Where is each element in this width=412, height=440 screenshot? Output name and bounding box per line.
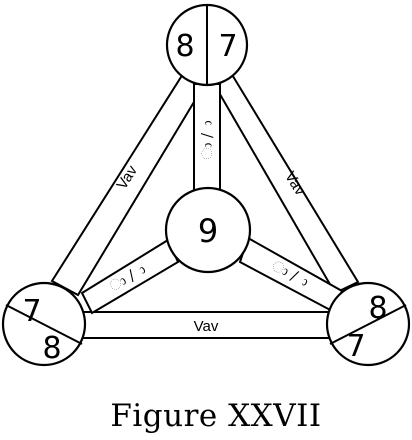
node-bottom-right-upper-value: 8	[368, 291, 387, 326]
node-bottom-left-lower-value: 8	[42, 331, 61, 366]
figure-caption: Figure XXVII	[110, 398, 321, 434]
node-center: 9	[164, 186, 252, 274]
label-bottom: Vav	[194, 318, 219, 335]
node-bottom-right: 8 7	[325, 281, 411, 367]
node-top-right-value: 7	[218, 29, 237, 64]
node-top-left-value: 8	[175, 29, 194, 64]
node-bottom-left-upper-value: 7	[22, 294, 41, 329]
node-bottom-right-lower-value: 7	[346, 329, 365, 364]
node-bottom-left: 7 8	[1, 281, 87, 367]
label-center-top: ා / ා	[198, 120, 216, 159]
spoke-left	[80, 238, 180, 315]
node-top: 8 7	[165, 3, 249, 87]
node-center-value: 9	[198, 212, 218, 250]
